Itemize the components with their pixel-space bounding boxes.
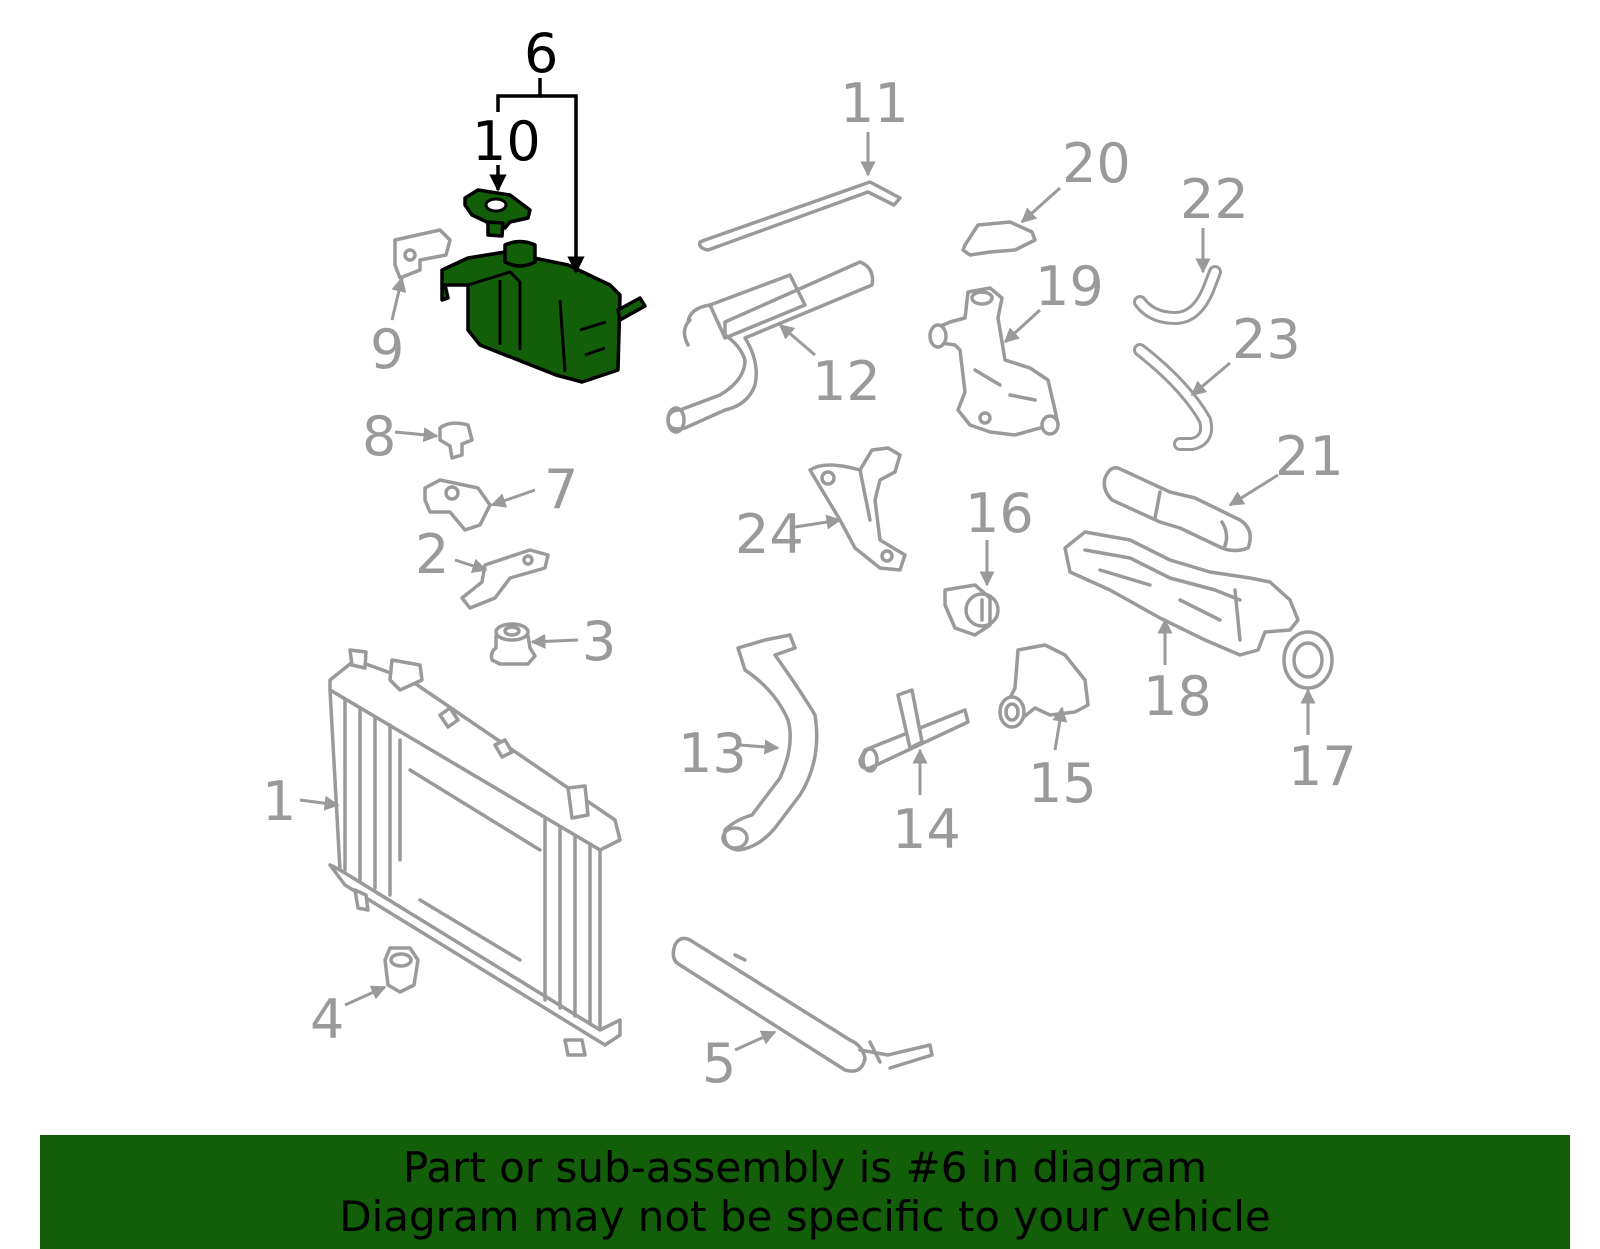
pipe-part-11[interactable] [697,180,902,252]
bracket-part-7[interactable] [423,478,492,532]
hose-part-21[interactable] [1102,465,1252,553]
callout-5: 5 [702,1032,736,1095]
callout-20: 20 [1062,132,1131,195]
upper-hose-part-12[interactable] [666,260,875,434]
callout-17: 17 [1288,735,1357,798]
cap-part-10[interactable] [463,188,532,238]
water-inlet-part-15[interactable] [998,643,1090,729]
callout-numbers: 1 2 3 4 5 6 7 8 9 10 11 12 13 14 15 16 1… [262,22,1357,1095]
bracket-part-2[interactable] [460,548,550,610]
water-outlet-part-19[interactable] [928,286,1060,437]
callout-13: 13 [678,722,747,785]
notice-banner: Part or sub-assembly is #6 in diagram Di… [40,1135,1570,1249]
cap-part-20[interactable] [961,220,1037,257]
thermostat-part-16[interactable] [943,583,1000,637]
callout-18: 18 [1143,665,1212,728]
callout-10: 10 [472,110,541,173]
leader-lines [299,132,1316,1052]
callout-19: 19 [1035,255,1104,318]
callout-14: 14 [892,798,961,861]
callout-11: 11 [840,72,909,135]
callout-21: 21 [1275,425,1344,488]
outlet-housing-part-18[interactable] [1063,530,1300,657]
callout-24: 24 [735,503,804,566]
callout-8: 8 [362,405,396,468]
gasket-part-17[interactable] [1282,630,1334,690]
callout-4: 4 [310,988,344,1051]
callout-9: 9 [370,318,404,381]
callout-22: 22 [1180,168,1249,231]
callout-1: 1 [262,770,296,833]
callout-15: 15 [1028,752,1097,815]
callout-2: 2 [415,523,449,586]
hose-part-22[interactable] [1133,265,1222,325]
callout-23: 23 [1232,308,1301,371]
callout-7: 7 [544,458,578,521]
hose-part-13[interactable] [721,633,819,852]
bracket-part-24[interactable] [808,446,907,572]
callout-3: 3 [582,610,616,673]
lower-hose-part-5[interactable] [671,936,934,1073]
water-pipe-part-14[interactable] [858,688,970,773]
bracket-part-9[interactable] [393,228,452,280]
reservoir-tank-part-6[interactable] [440,239,647,384]
hose-part-23[interactable] [1133,343,1214,451]
banner-line-2: Diagram may not be specific to your vehi… [339,1192,1271,1241]
highlight-leader-lines [489,78,585,274]
cushion-part-3[interactable] [489,622,537,666]
callout-12: 12 [812,350,881,413]
callout-6: 6 [524,22,558,85]
nut-part-4[interactable] [383,946,420,994]
callout-16: 16 [965,482,1034,545]
banner-line-1: Part or sub-assembly is #6 in diagram [402,1143,1208,1192]
clip-part-8[interactable] [438,421,474,460]
radiator-part[interactable] [328,648,622,1057]
